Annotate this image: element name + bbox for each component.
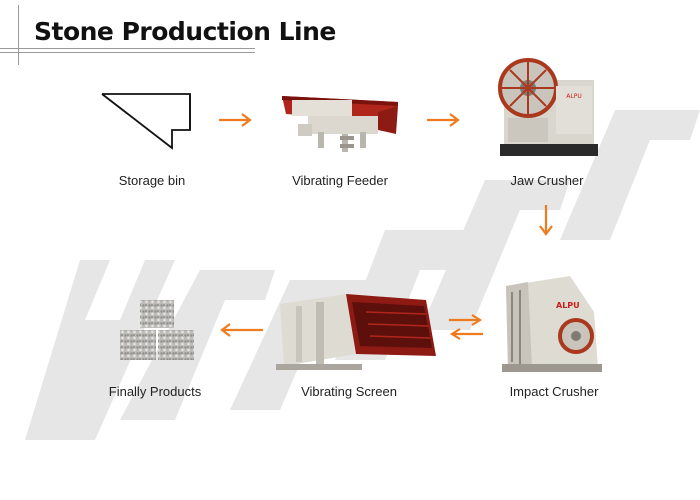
title-rule-bottom [0, 52, 255, 53]
arrow-right-icon [427, 113, 460, 127]
title-rule-top [0, 48, 255, 49]
jaw-crusher-image: ALPU [498, 58, 598, 156]
step-label-vibrating-screen: Vibrating Screen [301, 384, 397, 399]
step-label-jaw-crusher: Jaw Crusher [510, 173, 584, 188]
vibrating-screen-image [276, 294, 436, 370]
storage-bin-image [101, 93, 191, 150]
arrow-left-icon [220, 323, 263, 337]
step-label-storage-bin: Storage bin [118, 173, 186, 188]
step-label-impact-crusher: Impact Crusher [509, 384, 599, 399]
arrow-down-icon [539, 205, 553, 236]
arrow-right-icon [219, 113, 252, 127]
vibrating-feeder-image [282, 96, 398, 152]
machine-brand-label: ALPU [566, 93, 581, 100]
finally-products-image [120, 300, 194, 360]
step-label-vibrating-feeder: Vibrating Feeder [292, 173, 388, 188]
machine-brand-label: ALPU [556, 301, 580, 310]
page-title: Stone Production Line [34, 17, 336, 46]
arrow-bidirectional-icon [449, 314, 483, 340]
title-rule-vertical [18, 5, 19, 65]
step-label-finally-products: Finally Products [108, 384, 202, 399]
impact-crusher-image: ALPU [502, 276, 602, 372]
